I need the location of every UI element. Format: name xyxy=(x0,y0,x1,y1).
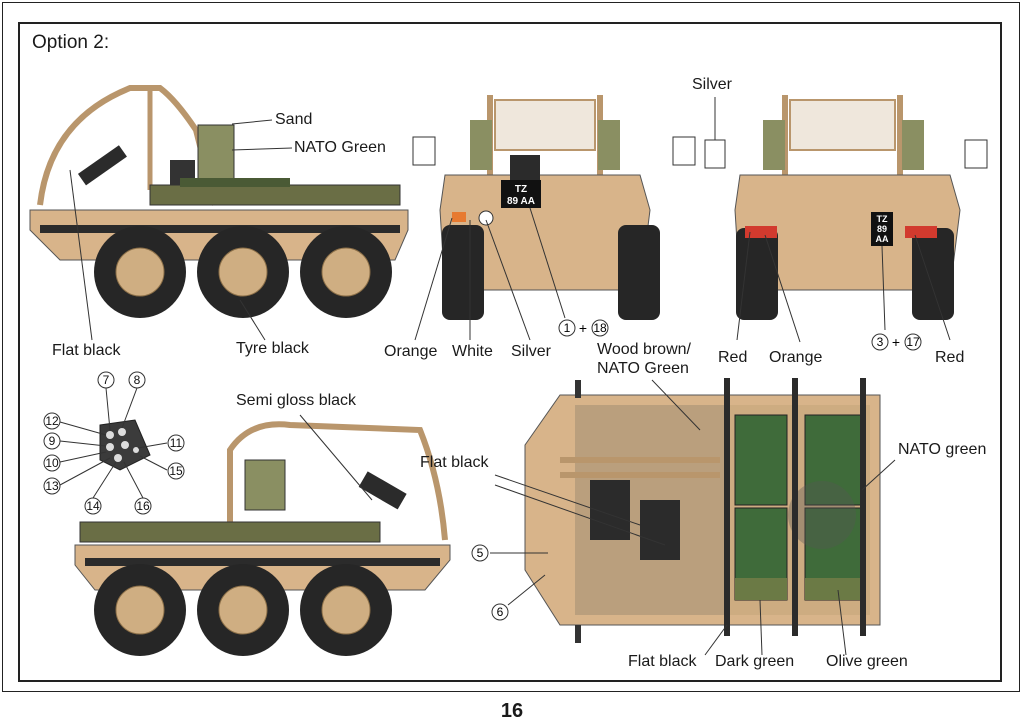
label-white-front: White xyxy=(452,343,493,360)
front-view-vehicle: TZ 89 AA xyxy=(412,95,696,320)
rear-view-vehicle: TZ 89 AA xyxy=(704,95,988,320)
label-orange-rear: Orange xyxy=(769,349,823,366)
front-ref-1: 1 xyxy=(564,321,571,335)
front-decal-ref xyxy=(558,319,609,337)
rear-number-plate xyxy=(871,212,893,246)
label-flat-black-left: Flat black xyxy=(52,342,121,359)
leader-lines-rear xyxy=(714,97,951,343)
leader-lines-top xyxy=(490,379,896,656)
top-view-vehicle xyxy=(524,378,881,643)
rear-plate-line2: 89 xyxy=(877,224,887,234)
label-nato-green-top: NATO Green xyxy=(597,360,689,377)
callout-12: 12 xyxy=(45,414,59,428)
top-view-callouts: 5 6 xyxy=(471,544,509,621)
front-plate-line2: 89 AA xyxy=(507,196,535,207)
label-dark-green: Dark green xyxy=(715,653,795,670)
front-ref-18: 18 xyxy=(593,321,607,335)
rear-plate-line3: AA xyxy=(876,234,889,244)
label-semi-gloss-black: Semi gloss black xyxy=(236,392,357,409)
callout-7: 7 xyxy=(103,373,110,387)
label-silver-front: Silver xyxy=(511,343,552,360)
callout-14: 14 xyxy=(86,499,100,513)
painting-panel xyxy=(18,22,1002,682)
leader-semi-gloss xyxy=(299,414,373,501)
label-nato-green-lc: NATO green xyxy=(898,441,987,458)
leader-lines-left xyxy=(69,119,293,341)
rear-decal-ref xyxy=(871,333,922,351)
label-red-right: Red xyxy=(935,349,965,366)
callout-13: 13 xyxy=(45,479,59,493)
side-view-left-vehicle xyxy=(29,85,409,318)
label-red-left: Red xyxy=(718,349,748,366)
label-flat-black-top: Flat black xyxy=(420,454,489,471)
side-view-right-vehicle xyxy=(74,421,451,656)
label-silver-rear: Silver xyxy=(692,76,733,93)
label-sand: Sand xyxy=(275,111,313,128)
rear-ref-3: 3 xyxy=(877,335,884,349)
callout-6: 6 xyxy=(497,605,504,619)
leader-lines-front xyxy=(414,207,566,341)
page-number: 16 xyxy=(500,700,524,722)
callout-8: 8 xyxy=(134,373,141,387)
front-ref-plus: + xyxy=(579,320,587,336)
callout-5: 5 xyxy=(477,546,484,560)
label-tyre-black: Tyre black xyxy=(236,340,309,357)
rear-plate-line1: TZ xyxy=(877,214,888,224)
page-frame xyxy=(2,2,1020,692)
label-olive-green: Olive green xyxy=(826,653,908,670)
callout-11: 11 xyxy=(170,436,183,450)
callout-16: 16 xyxy=(136,499,150,513)
label-flat-black-bottom: Flat black xyxy=(628,653,697,670)
front-number-plate xyxy=(501,180,541,208)
front-plate-line1: TZ xyxy=(515,184,527,195)
option-title: Option 2: xyxy=(32,32,110,53)
label-wood-brown: Wood brown/ xyxy=(597,341,691,358)
label-orange-front: Orange xyxy=(384,343,438,360)
rear-ref-17: 17 xyxy=(906,335,920,349)
callout-9: 9 xyxy=(49,434,56,448)
instrument-panel-diagram: 7 8 12 9 10 13 14 16 11 15 xyxy=(43,371,185,515)
callout-15: 15 xyxy=(169,464,183,478)
label-nato-green: NATO Green xyxy=(294,139,386,156)
callout-10: 10 xyxy=(45,456,59,470)
rear-ref-plus: + xyxy=(892,334,900,350)
